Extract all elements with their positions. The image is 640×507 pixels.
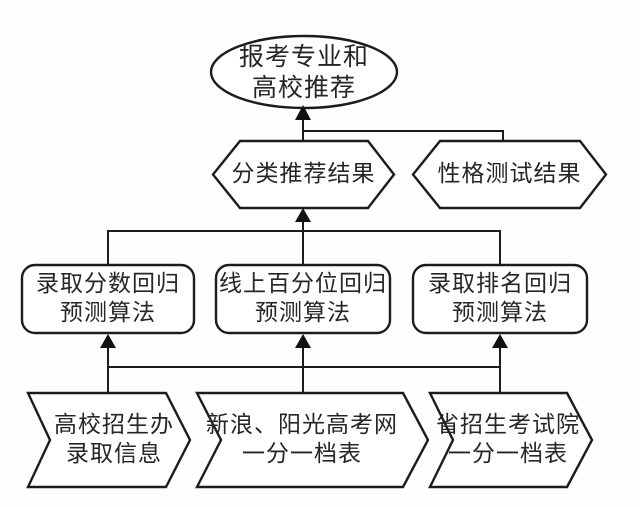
- edge-personality-to-output: [303, 130, 504, 141]
- arrowhead-into-classification: [295, 208, 311, 222]
- node-personality-hexagon: [411, 139, 608, 210]
- node-classification-hexagon: [211, 139, 396, 210]
- arrowhead-into-output: [295, 105, 311, 120]
- node-output-ellipse: [209, 34, 399, 110]
- node-score-regression-rect: [20, 263, 196, 335]
- arrowhead-into-rank-regression: [492, 334, 508, 348]
- top-bus-line: [107, 230, 501, 265]
- arrowhead-into-percentile-regression: [295, 334, 311, 348]
- node-percentile-regression-rect: [214, 263, 392, 335]
- node-provincial-institute-chevron: [428, 391, 594, 489]
- node-gaokao-web-chevron: [195, 391, 430, 489]
- arrowhead-into-score-regression: [100, 334, 116, 348]
- node-admissions-office-chevron: [26, 391, 192, 489]
- node-rank-regression-rect: [411, 263, 589, 335]
